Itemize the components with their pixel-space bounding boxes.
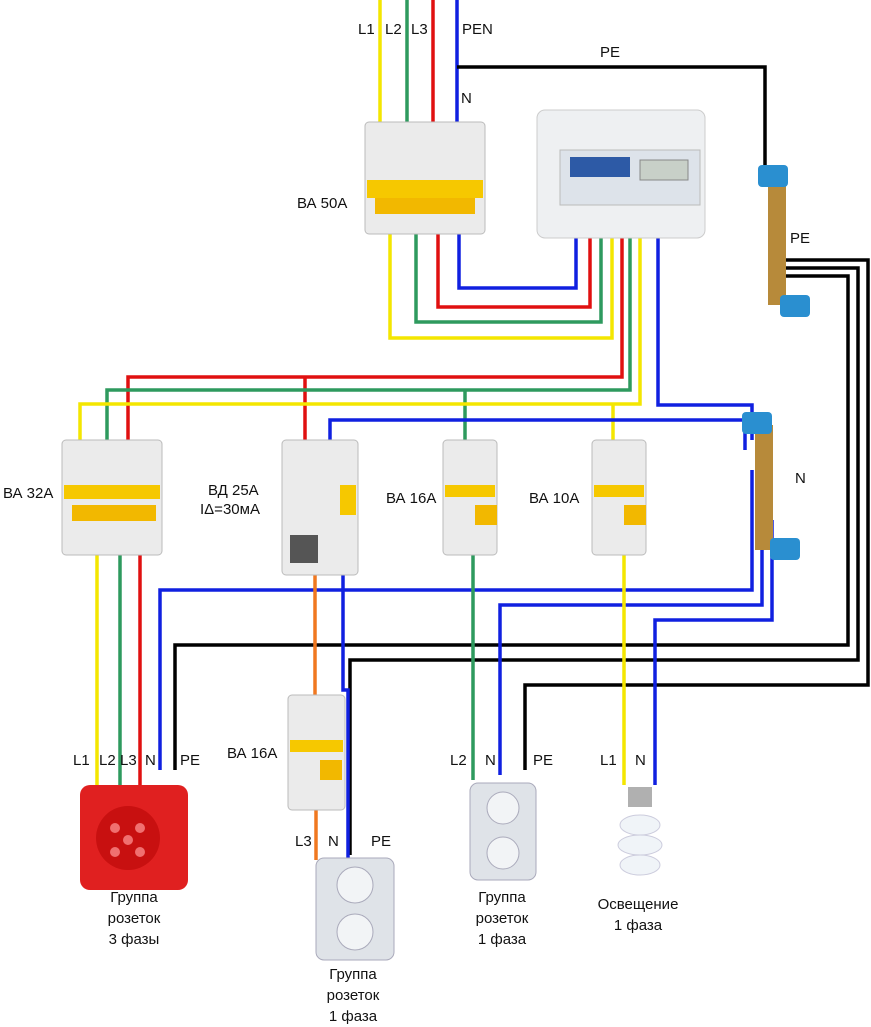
load3-n: N	[485, 752, 496, 769]
label-pe-bus: PE	[790, 230, 811, 247]
breaker-32-device	[61, 439, 163, 556]
label-breaker-16: ВА 16А	[386, 490, 437, 507]
n-bus	[742, 412, 800, 560]
label-main-breaker: ВА 50А	[297, 195, 348, 212]
label-l3-in: L3	[411, 21, 428, 38]
caption-1phase-sockets-lower: Группа розеток 1 фаза	[326, 966, 380, 1025]
label-rcd-current: IΔ=30мА	[200, 501, 260, 518]
load3-l2: L2	[450, 752, 467, 769]
caption-lighting: Освещение 1 фаза	[597, 896, 679, 934]
three-phase-socket	[80, 785, 188, 890]
pe-bus	[758, 165, 810, 317]
breaker-10-device	[591, 439, 647, 556]
breaker-16-device	[442, 439, 498, 556]
load1-l2: L2	[99, 752, 116, 769]
energy-meter	[536, 109, 706, 239]
double-socket-right	[469, 782, 537, 881]
load2-n: N	[328, 833, 339, 850]
label-n-bus: N	[795, 470, 806, 487]
load4-l1: L1	[600, 752, 617, 769]
load4-n: N	[635, 752, 646, 769]
label-breaker-16-lower: ВА 16А	[227, 745, 278, 762]
wires-distribution	[78, 238, 754, 450]
label-l2-in: L2	[385, 21, 402, 38]
rcd-device	[281, 439, 359, 576]
load3-pe: PE	[533, 752, 554, 769]
load1-pe: PE	[180, 752, 201, 769]
load2-pe: PE	[371, 833, 392, 850]
wires-breaker-meter	[388, 232, 614, 340]
light-bulb	[617, 787, 663, 876]
load1-l3: L3	[120, 752, 137, 769]
wires-n	[158, 470, 774, 785]
breaker-16-lower-device	[287, 694, 346, 811]
load1-n: N	[145, 752, 156, 769]
wires-incoming	[378, 0, 767, 170]
label-pen-in: PEN	[462, 21, 493, 38]
double-socket-lower	[315, 857, 395, 961]
label-l1-in: L1	[358, 21, 375, 38]
caption-1phase-sockets: Группа розеток 1 фаза	[475, 889, 529, 948]
wires-outputs	[95, 555, 626, 860]
label-n-top: N	[461, 90, 472, 107]
wires-pe	[173, 258, 870, 855]
label-pe-top: PE	[600, 44, 621, 61]
load1-l1: L1	[73, 752, 90, 769]
label-breaker-32: ВА 32А	[3, 485, 54, 502]
load2-l3: L3	[295, 833, 312, 850]
label-rcd: ВД 25А	[208, 482, 259, 499]
label-breaker-10: ВА 10А	[529, 490, 580, 507]
caption-3phase-sockets: Группа розеток 3 фазы	[107, 889, 161, 948]
main-breaker-device	[364, 121, 486, 235]
